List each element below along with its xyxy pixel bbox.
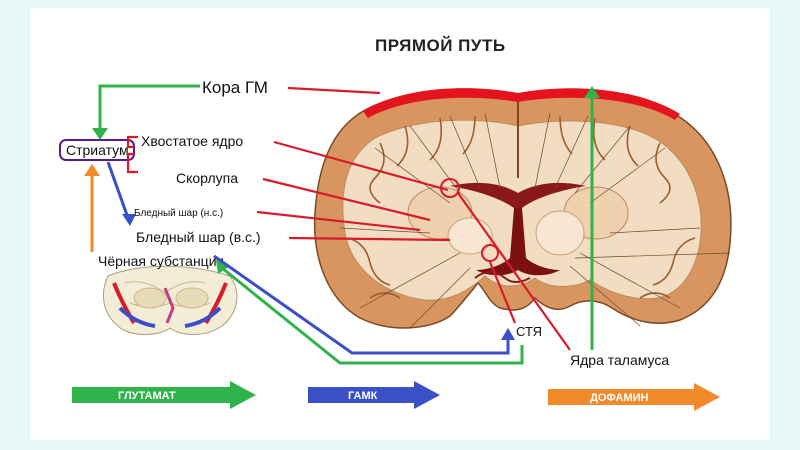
cortex-highlight	[363, 88, 680, 120]
gp-internal-label: Бледный шар (в.с.)	[136, 229, 261, 245]
legend: ГЛУТАМАТ ГАМК ДОФАМИН	[72, 381, 720, 411]
slide: ПРЯМОЙ ПУТЬ	[30, 8, 770, 440]
legend-gaba-label: ГАМК	[348, 390, 378, 402]
brain-section	[313, 88, 732, 329]
cortex-label: Кора ГМ	[202, 78, 268, 97]
legend-glutamate: ГЛУТАМАТ	[72, 381, 256, 409]
glutamate-pathways	[98, 84, 594, 365]
stn-label: СТЯ	[516, 324, 542, 339]
cerebral-peduncle-right	[184, 306, 222, 328]
gp-external-label: Бледный шар (н.с.)	[134, 208, 223, 219]
third-ventricle	[476, 208, 560, 276]
stn-to-gp-arrow	[221, 266, 524, 365]
striatum-label: Стриатум	[66, 142, 129, 158]
legend-glutamate-label: ГЛУТАМАТ	[118, 390, 176, 402]
striatum-to-gp-arrow	[106, 161, 130, 219]
legend-dopamine-arrow	[548, 383, 720, 411]
cortex-to-striatum-arrow	[98, 84, 200, 130]
legend-dopamine-label: ДОФАМИН	[590, 392, 649, 404]
arrowhead-stn-blue	[501, 328, 515, 340]
thalamus-label: Ядра таламуса	[570, 352, 669, 368]
thalamus-right	[535, 210, 585, 256]
stn-marker-circle	[481, 244, 499, 262]
legend-dopamine: ДОФАМИН	[548, 383, 720, 411]
pointer-lines	[126, 86, 571, 351]
arrowhead-gp-blue	[122, 214, 136, 226]
arrowhead-cortex	[584, 86, 600, 98]
lateral-ventricles	[450, 182, 586, 208]
putamen-label: Скорлупа	[176, 170, 238, 186]
gaba-arrowheads	[122, 214, 515, 340]
striatum-box	[59, 139, 135, 161]
gaba-pathways	[106, 161, 510, 355]
legend-gaba: ГАМК	[308, 381, 440, 409]
arrowhead-dopamine	[84, 164, 100, 176]
direct-pathway-diagram: ПРЯМОЙ ПУТЬ	[59, 36, 732, 411]
legend-glutamate-arrow	[72, 381, 256, 409]
arrowhead-striatum	[92, 128, 108, 140]
substantia-nigra-label: Чёрная субстанция	[98, 253, 224, 269]
diagram-title: ПРЯМОЙ ПУТЬ	[375, 36, 506, 55]
caudate-label: Хвостатое ядро	[141, 133, 243, 149]
fibre-lines	[339, 112, 731, 329]
arrowhead-gp	[216, 260, 230, 274]
cerebral-peduncle-left	[118, 306, 156, 328]
legend-gaba-arrow	[308, 381, 440, 409]
gp-to-stn-arrow	[213, 254, 510, 355]
globus-pallidus-left	[447, 217, 493, 255]
brainstem-section	[102, 265, 238, 335]
glutamate-arrowheads	[92, 86, 600, 274]
